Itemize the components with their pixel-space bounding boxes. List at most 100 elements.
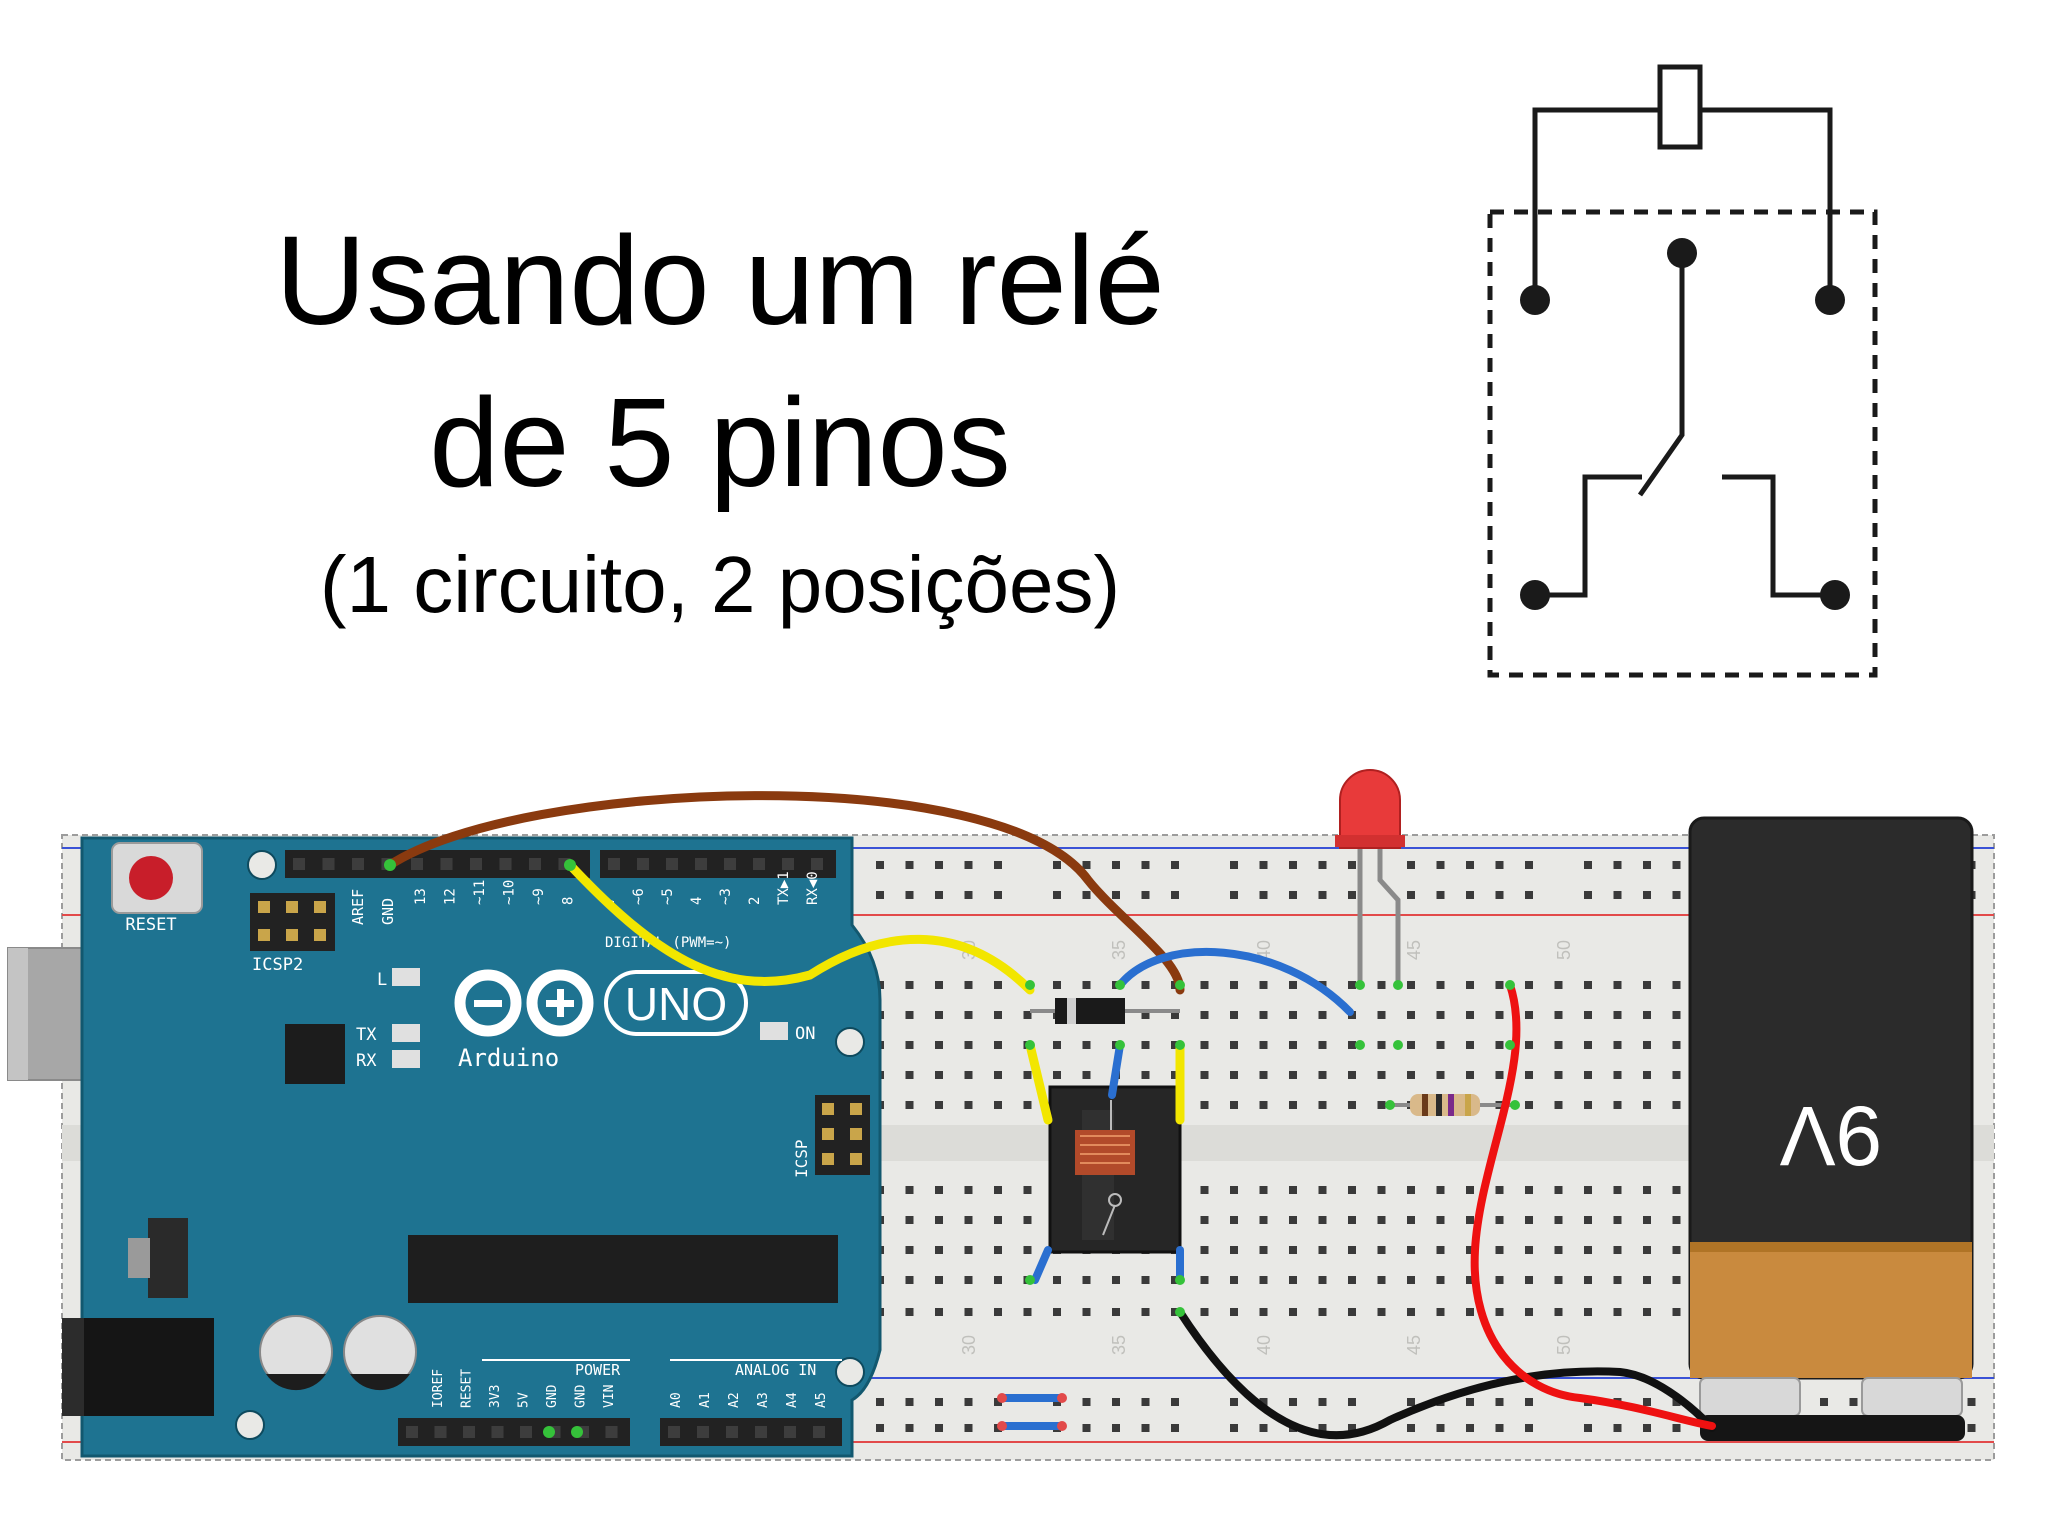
rail-hole	[1348, 1424, 1356, 1432]
power-pin-label: 3V3	[488, 1385, 503, 1408]
breadboard-hole	[1230, 981, 1238, 989]
breadboard-hole	[1436, 981, 1445, 989]
rail-hole	[1141, 1398, 1150, 1406]
rail-hole	[1082, 1398, 1091, 1406]
digital-pin-label: 4	[689, 897, 705, 905]
col-num-35-top: 35	[1109, 940, 1129, 960]
rail-hole	[1348, 1398, 1356, 1406]
header-pin	[293, 858, 305, 870]
breadboard-hole	[1436, 1011, 1445, 1019]
breadboard-hole	[1318, 1041, 1327, 1049]
digital-header-right	[600, 850, 836, 878]
rail-hole	[935, 1424, 943, 1432]
breadboard-hole	[1525, 1011, 1533, 1019]
rail-hole	[1643, 861, 1651, 869]
header-pin	[411, 858, 423, 870]
breadboard-hole	[1230, 1041, 1238, 1049]
usb-connector-edge	[8, 948, 28, 1080]
relay-armature	[1102, 1204, 1116, 1236]
tx-led	[392, 1024, 420, 1042]
icsp-label: ICSP	[792, 1139, 811, 1178]
digital-pin-label: 2	[747, 897, 763, 905]
breadboard-hole	[1613, 1216, 1622, 1224]
breadboard-hole	[1495, 1186, 1504, 1194]
icsp2-label: ICSP2	[252, 955, 303, 975]
breadboard-hole	[1230, 1308, 1238, 1316]
coil-lead-left	[1532, 107, 1660, 300]
breadboard-hole	[1495, 1041, 1504, 1049]
breadboard-hole	[1141, 1276, 1150, 1284]
breadboard-hole	[1643, 1041, 1651, 1049]
breadboard-hole	[1672, 1216, 1681, 1224]
breadboard-hole	[1289, 1186, 1297, 1194]
rail-hole	[1230, 891, 1238, 899]
digital-header-pins	[293, 858, 823, 870]
rail-hole	[876, 1424, 884, 1432]
relay-coil-symbol	[1657, 64, 1703, 150]
rail-hole	[1436, 891, 1445, 899]
breadboard-hole	[1377, 1308, 1386, 1316]
breadboard-hole	[1259, 1246, 1268, 1254]
breadboard-hole	[1082, 981, 1091, 989]
header-pin	[724, 858, 736, 870]
breadboard-hole	[1200, 1041, 1209, 1049]
breadboard-hole	[1053, 1041, 1061, 1049]
icsp-pins	[822, 1103, 862, 1165]
breadboard-hole	[1466, 981, 1474, 989]
col-num-50-bottom: 50	[1554, 1335, 1574, 1355]
breadboard-hole	[994, 1041, 1002, 1049]
bottom-header-pins	[406, 1426, 825, 1438]
reset-button-cap[interactable]	[129, 856, 173, 900]
breadboard-hole	[905, 1308, 914, 1316]
breadboard-hole	[1613, 1186, 1622, 1194]
breadboard-hole	[905, 1216, 914, 1224]
digital-label: DIGITAL (PWM=~)	[605, 935, 731, 951]
diode-band	[1067, 998, 1076, 1024]
rail-hole	[1259, 891, 1268, 899]
rail-hole	[1082, 1424, 1091, 1432]
breadboard-hole	[994, 1276, 1002, 1284]
breadboard-hole	[1377, 981, 1386, 989]
rail-hole	[1672, 1398, 1681, 1406]
rail-hole	[1082, 891, 1091, 899]
title-line-2: de 5 pinos	[429, 372, 1011, 513]
breadboard-hole	[1259, 1071, 1268, 1079]
col-num-30-bottom: 30	[959, 1335, 979, 1355]
breadboard-hole	[964, 1101, 973, 1109]
rail-hole	[1112, 1398, 1120, 1406]
breadboard-hole	[1584, 1186, 1592, 1194]
breadboard-hole	[1289, 1041, 1297, 1049]
breadboard-hole	[905, 1101, 914, 1109]
header-pin	[434, 1426, 447, 1438]
analog-pin-label: A5	[814, 1392, 829, 1408]
breadboard-hole	[1584, 1101, 1592, 1109]
breadboard-hole	[1377, 1011, 1386, 1019]
breadboard-hole	[1318, 1011, 1327, 1019]
breadboard-hole	[1230, 1276, 1238, 1284]
analog-pin-label: A2	[727, 1392, 742, 1408]
breadboard-hole	[1407, 981, 1415, 989]
header-pin	[608, 858, 620, 870]
analog-pin-label: A4	[785, 1392, 800, 1408]
breadboard-hole	[1584, 1071, 1592, 1079]
header-pin	[352, 858, 364, 870]
usb-chip	[285, 1024, 345, 1084]
header-pin	[695, 858, 707, 870]
breadboard-hole	[994, 1216, 1002, 1224]
breadboard-hole	[1584, 1041, 1592, 1049]
breadboard-hole	[1171, 1011, 1179, 1019]
rx-led	[392, 1050, 420, 1068]
breadboard-hole	[1259, 981, 1268, 989]
breadboard-hole	[935, 1101, 943, 1109]
breadboard-hole	[1141, 1041, 1150, 1049]
rail-hole	[1289, 1398, 1297, 1406]
breadboard-hole	[935, 981, 943, 989]
header-pin	[491, 1426, 504, 1438]
breadboard-hole	[1584, 1308, 1592, 1316]
breadboard-hole	[1082, 1308, 1091, 1316]
breadboard-circuit: 30 35 40 45 50 30 35 40 45 50 RESET ICSP…	[7, 769, 1995, 1461]
breadboard-hole	[1436, 1071, 1445, 1079]
breadboard-hole	[1407, 1216, 1415, 1224]
breadboard-hole	[905, 1246, 914, 1254]
breadboard-hole	[1141, 1308, 1150, 1316]
